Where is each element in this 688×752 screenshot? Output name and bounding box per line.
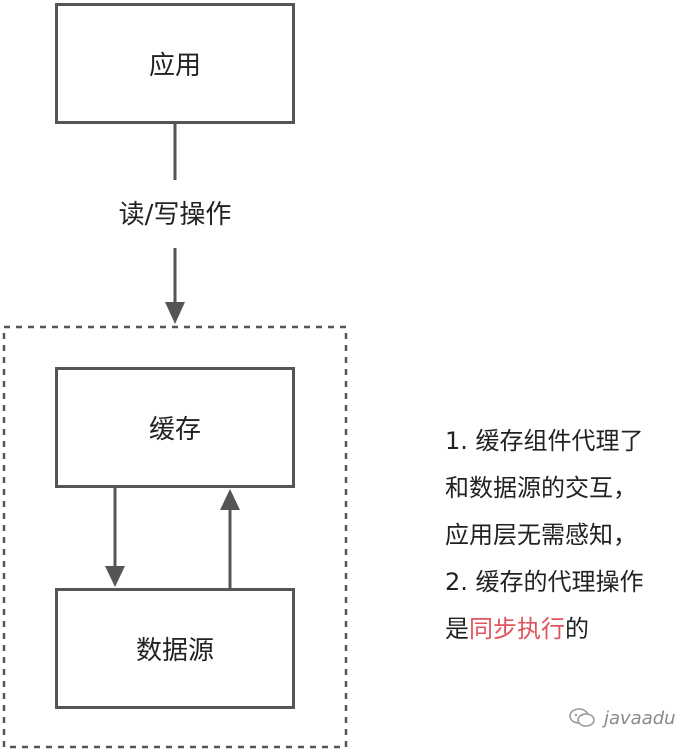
cache-to-datasource-arrowhead (105, 566, 125, 587)
note-line-3: 应用层无需感知， (445, 521, 637, 549)
edge-label-read-write: 读/写操作 (118, 200, 232, 230)
note-line-5: 是同步执行的 (445, 606, 685, 653)
note-line-1: 1. 缓存组件代理了 (445, 427, 644, 455)
note-line-4: 2. 缓存的代理操作 (445, 568, 644, 596)
node-application: 应用 (55, 3, 295, 124)
explanation-note: 1. 缓存组件代理了 和数据源的交互， 应用层无需感知， 2. 缓存的代理操作 … (445, 418, 685, 653)
label-to-cache-arrowhead (165, 302, 185, 324)
node-datasource-label: 数据源 (135, 636, 214, 666)
wechat-icon (569, 708, 595, 727)
note-highlight-sync: 同步执行 (469, 615, 565, 643)
datasource-to-cache-arrowhead (220, 489, 240, 510)
node-cache: 缓存 (55, 367, 295, 488)
watermark-text: javaadu (604, 707, 676, 729)
watermark: javaadu (568, 707, 676, 729)
note-line-5-suffix: 的 (565, 615, 589, 643)
note-line-5-prefix: 是 (445, 615, 469, 643)
note-line-2: 和数据源的交互， (445, 474, 637, 502)
node-datasource: 数据源 (55, 588, 295, 709)
node-cache-label: 缓存 (148, 415, 201, 445)
cache-boundary-dashed (2, 325, 348, 749)
node-application-label: 应用 (148, 51, 201, 81)
